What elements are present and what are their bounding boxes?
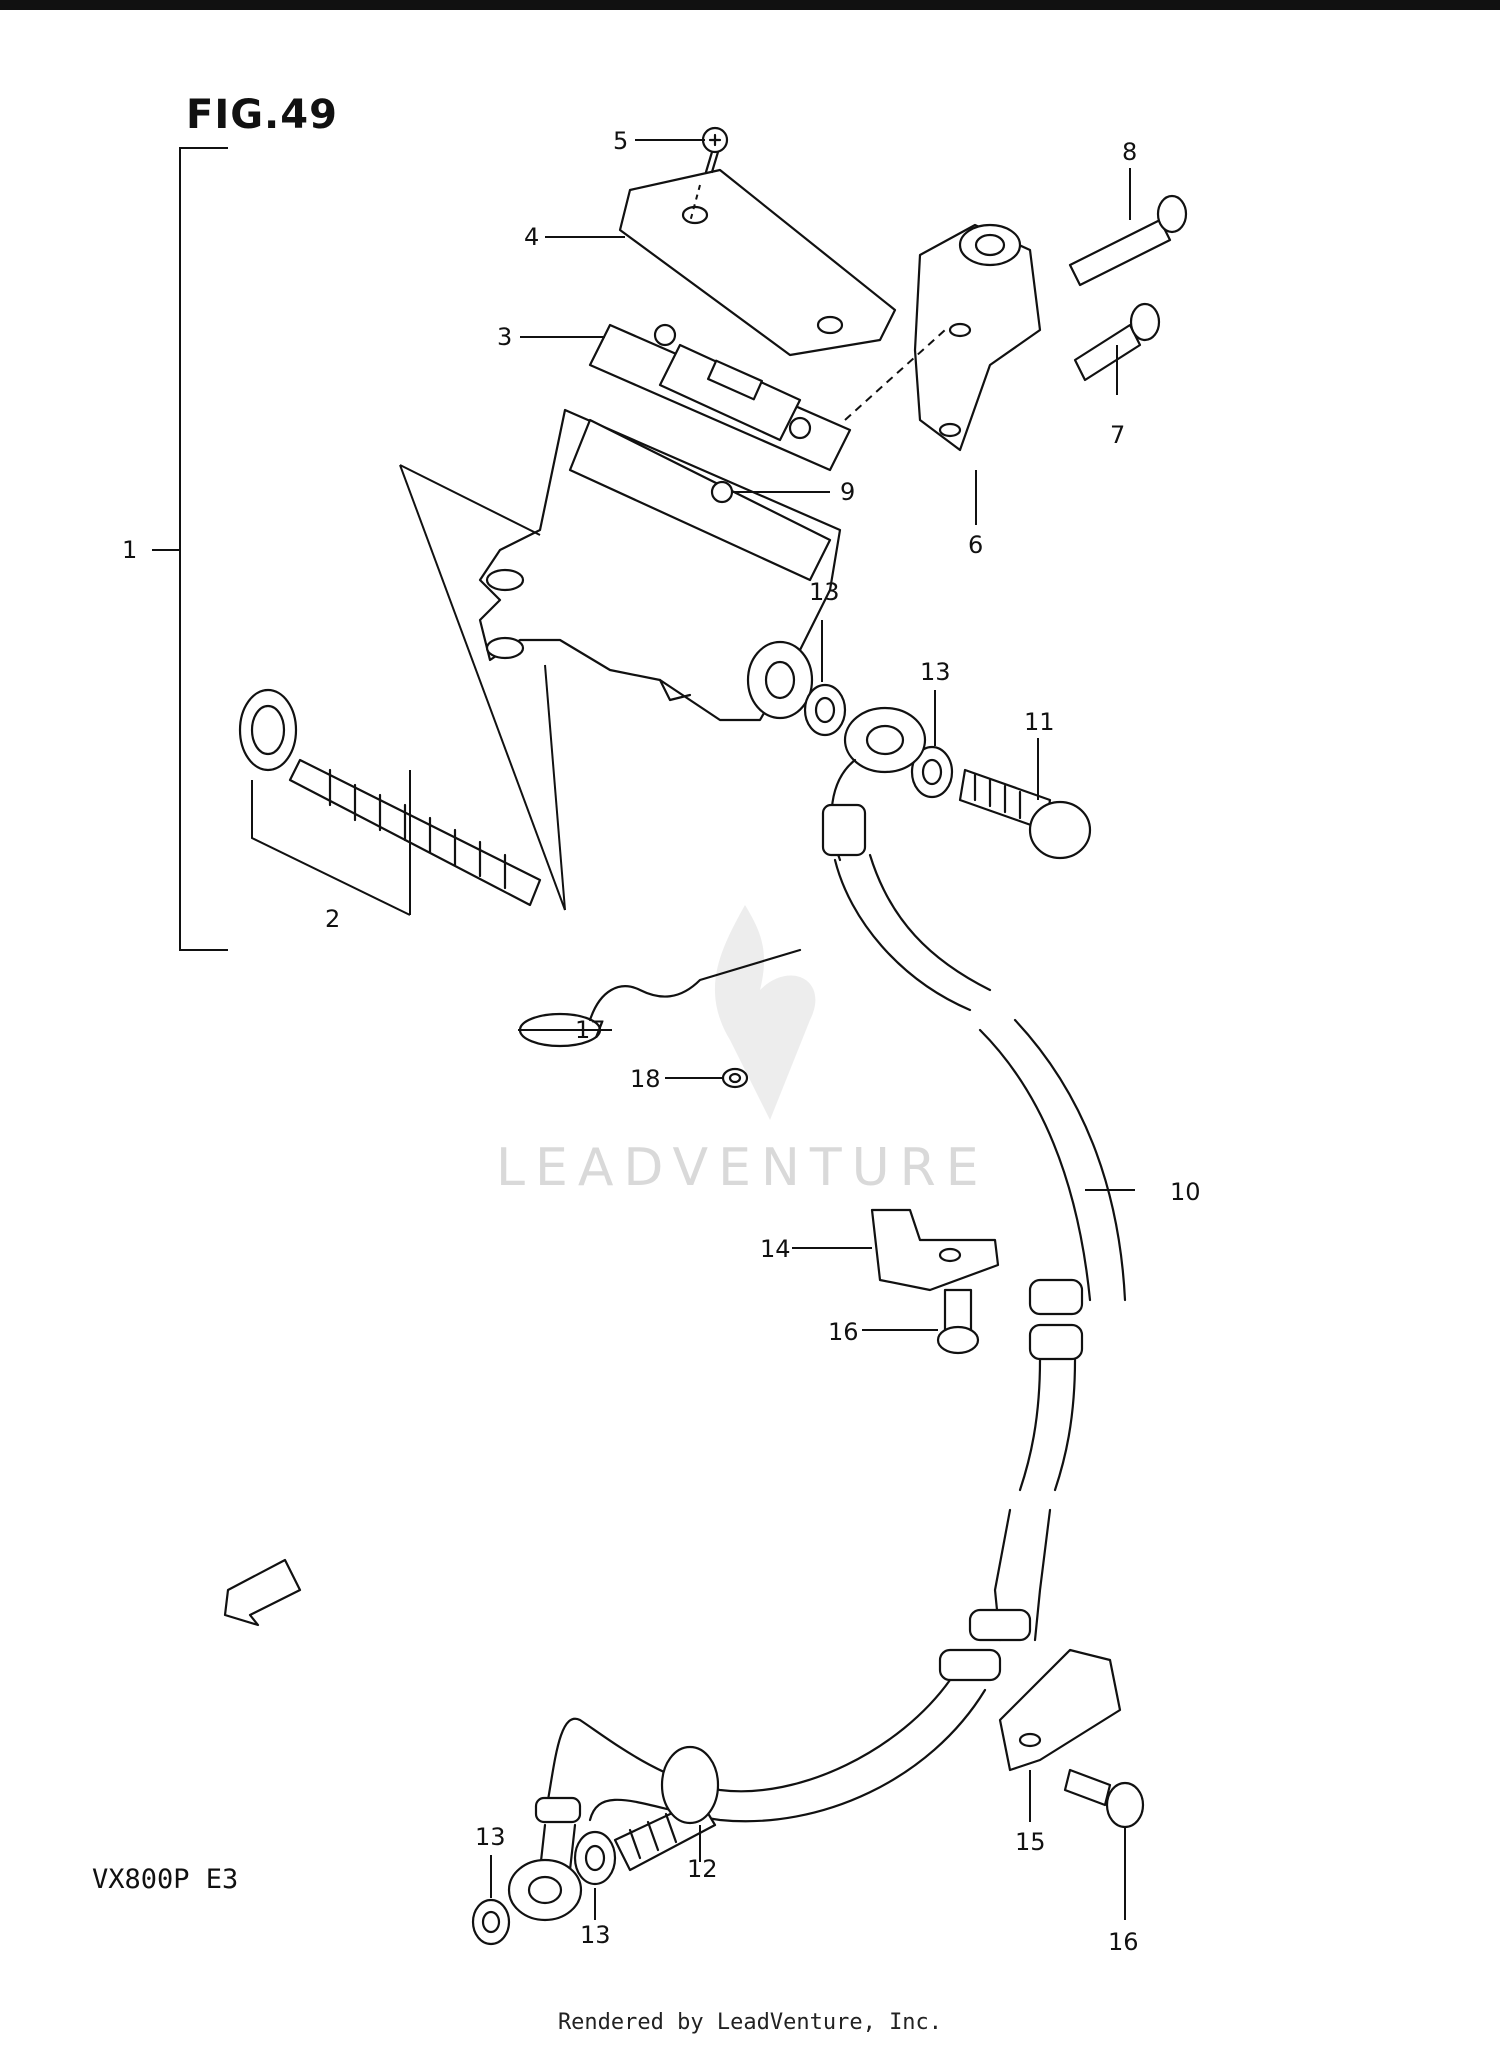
washer-lower-right — [573, 1830, 617, 1886]
assembly-guide-lines — [399, 464, 566, 911]
callout-7: 7 — [1110, 421, 1125, 449]
handlebar-holder — [844, 223, 1042, 452]
footer-credit: Rendered by LeadVenture, Inc. — [557, 2010, 943, 2035]
callout-13-lower-left: 13 — [475, 1823, 506, 1851]
callout-9: 9 — [840, 478, 855, 506]
callout-16-lower: 16 — [1108, 1928, 1139, 1956]
cap-screw — [689, 126, 729, 223]
callout-4: 4 — [524, 223, 539, 251]
callout-1: 1 — [122, 536, 137, 564]
forward-arrow-icon: FWD — [223, 1558, 302, 1627]
callout-11: 11 — [1024, 708, 1055, 736]
callout-8: 8 — [1122, 138, 1137, 166]
holder-bolt-lower — [1073, 302, 1161, 382]
callout-15: 15 — [1015, 1828, 1046, 1856]
piston-set-leader — [251, 770, 411, 916]
washer-lower-left — [471, 1898, 511, 1946]
clamp-bolt-upper — [936, 1288, 980, 1355]
callout-12: 12 — [687, 1855, 718, 1883]
union-bolt-upper — [958, 768, 1092, 860]
callout-2: 2 — [325, 905, 340, 933]
diaphragm — [588, 323, 852, 472]
callout-17: 17 — [575, 1016, 606, 1044]
master-cylinder-body — [478, 408, 842, 722]
callout-13-upper-left: 13 — [809, 578, 840, 606]
callout-3: 3 — [497, 323, 512, 351]
callout-16-upper: 16 — [828, 1318, 859, 1346]
watermark-logo — [714, 905, 816, 1120]
clamp-bolt-lower — [1063, 1768, 1145, 1829]
small-nut — [721, 1067, 749, 1089]
spring-clip — [710, 480, 734, 504]
holder-bolt-upper — [1068, 194, 1188, 287]
model-code: VX800P E3 — [92, 1864, 239, 1895]
piston-set — [238, 688, 542, 907]
assembly-bracket — [152, 147, 228, 951]
callout-5: 5 — [613, 127, 628, 155]
callout-13-lower-right: 13 — [580, 1921, 611, 1949]
hose-clamp-upper — [870, 1208, 1000, 1292]
brake-hose — [507, 706, 1127, 1922]
callout-10: 10 — [1170, 1178, 1201, 1206]
callout-6: 6 — [968, 531, 983, 559]
figure-title: FIG.49 — [186, 92, 338, 138]
callout-leaders — [490, 139, 1135, 1920]
callout-13-upper-right: 13 — [920, 658, 951, 686]
washer-upper-right — [910, 745, 954, 799]
union-bolt-lower — [613, 1745, 720, 1872]
callout-18: 18 — [630, 1065, 661, 1093]
hose-clamp-lower — [998, 1648, 1122, 1772]
watermark: LEADVENTURE — [496, 1138, 989, 1198]
washer-upper-left — [803, 683, 847, 737]
callout-14: 14 — [760, 1235, 791, 1263]
top-border — [0, 0, 1500, 10]
